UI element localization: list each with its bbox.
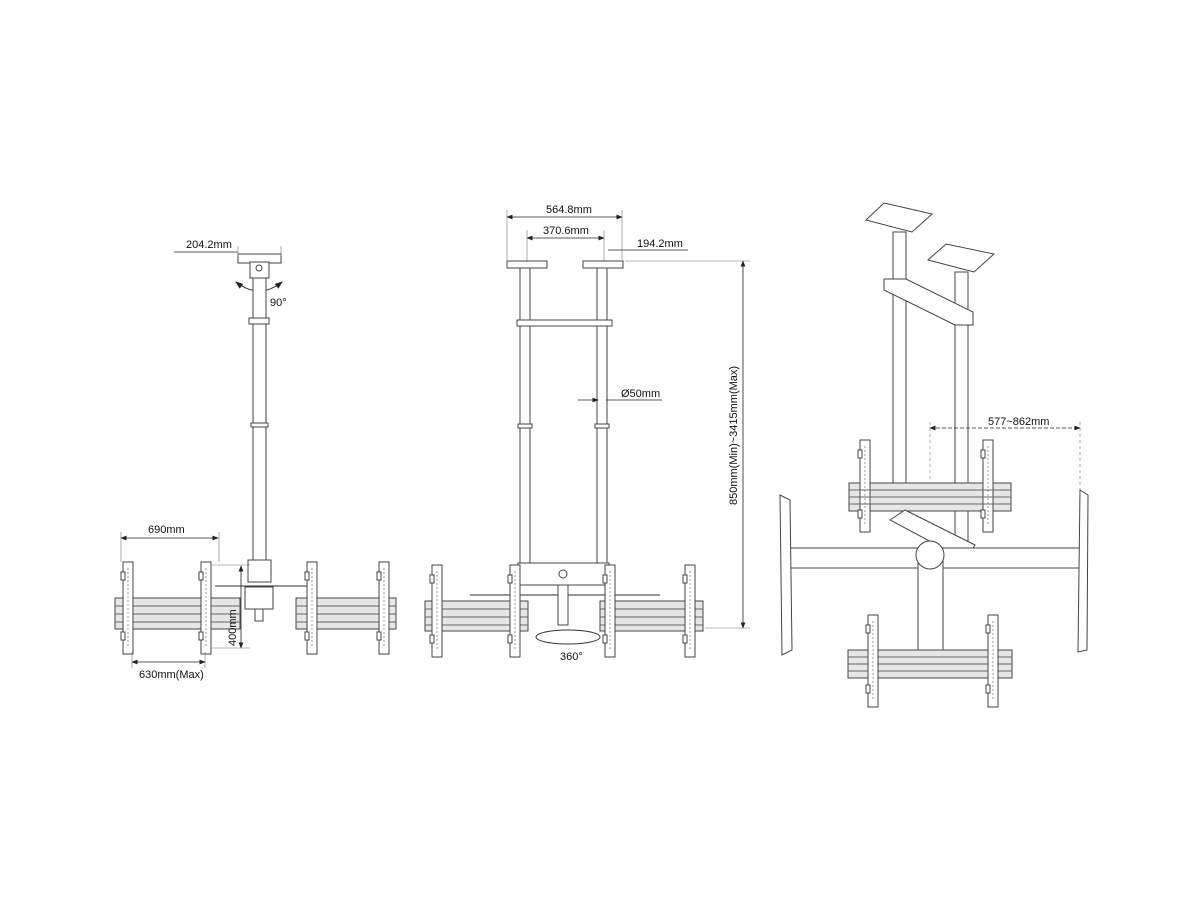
arm-reach-label: 577~862mm <box>988 416 1049 428</box>
pole-clamp <box>247 559 272 583</box>
perspective-brace <box>883 278 974 326</box>
perspective-upright-right <box>1077 489 1089 653</box>
height-400-label: 400mm <box>227 609 239 646</box>
ceiling-plate-right <box>582 260 624 269</box>
pole-spacing-label: 370.6mm <box>543 225 589 237</box>
front-view: 360° 564.8mm 370.6mm 194.2mm Ø50mm 850mm… <box>424 204 750 663</box>
perspective-upright-left <box>779 494 793 656</box>
upright-spacing-label: 630mm(Max) <box>139 669 204 681</box>
side-plate-width-label: 204.2mm <box>186 239 232 251</box>
rotation-arrow <box>535 629 601 645</box>
overall-width-label: 564.8mm <box>546 204 592 216</box>
cross-brace <box>516 319 613 327</box>
ceiling-plate-left <box>506 260 548 269</box>
perspective-plate-2 <box>926 243 996 273</box>
rotation-label: 360° <box>560 651 583 663</box>
pole-collar <box>248 317 270 325</box>
drop-range-label: 850mm(Min)~3415mm(Max) <box>728 366 740 505</box>
perspective-pole-1 <box>892 231 907 497</box>
tilt-angle-label: 90° <box>270 297 287 309</box>
pole-right <box>596 267 608 569</box>
pole-diameter-label: Ø50mm <box>621 388 660 400</box>
bar-length-label: 690mm <box>148 524 185 536</box>
perspective-plate-1 <box>865 202 934 233</box>
front-plate-width-label: 194.2mm <box>637 238 683 250</box>
perspective-view: 577~862mm <box>779 202 1089 708</box>
pole-left <box>519 267 531 569</box>
side-view: 204.2mm 90° 690mm 400mm 630mm(Max) <box>114 239 397 681</box>
